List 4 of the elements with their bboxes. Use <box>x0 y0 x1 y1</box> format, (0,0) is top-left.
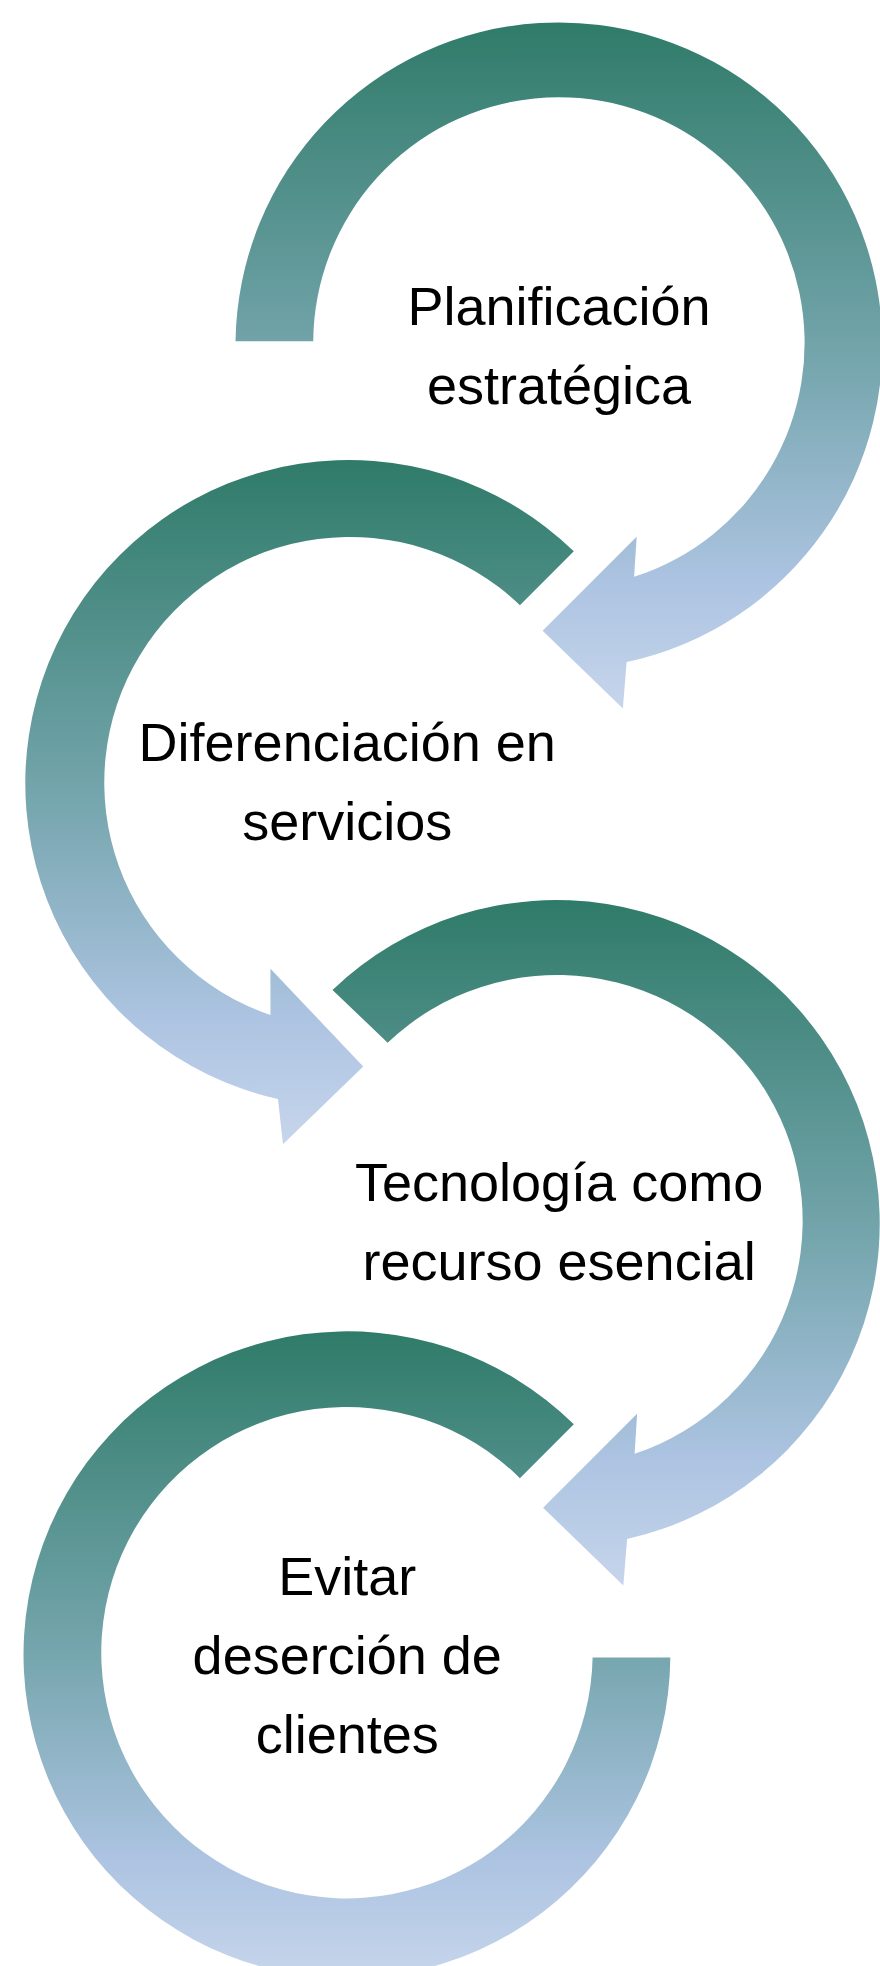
step-label: Tecnología como recurso esencial <box>353 1151 765 1294</box>
step-label: Evitar deserción de clientes <box>191 1544 503 1766</box>
step-label: Diferenciación en servicios <box>137 711 557 854</box>
step-label: Planificación estratégica <box>406 274 712 417</box>
